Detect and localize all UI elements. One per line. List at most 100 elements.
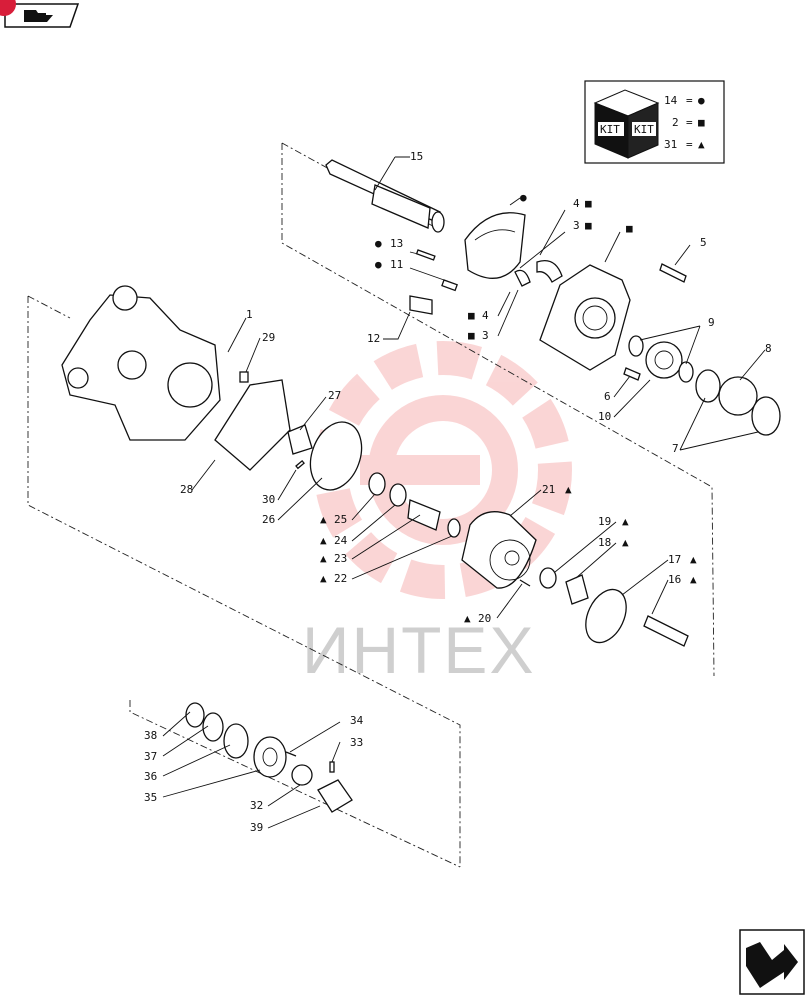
half-bearing-small — [514, 269, 531, 287]
oring-37 — [202, 712, 224, 742]
callout-32[interactable]: 32 — [250, 799, 263, 812]
callout-1[interactable]: 1 — [246, 308, 253, 321]
pin-11 — [441, 279, 458, 292]
legend-ref-14: 14 — [664, 94, 678, 107]
legend-circle-symbol: ● — [698, 94, 705, 107]
callout-24-symbol: ▲ — [320, 534, 327, 547]
assembly-outline-lower — [27, 295, 461, 867]
oring-38 — [185, 702, 205, 728]
bearing-18 — [565, 574, 589, 605]
callout-38[interactable]: 38 — [144, 729, 157, 742]
piston-16 — [643, 615, 689, 647]
callout-22-symbol: ▲ — [320, 572, 327, 585]
callout-circle-symbol[interactable]: ● — [520, 191, 527, 204]
callout-24[interactable]: 24 — [334, 534, 348, 547]
callout-29[interactable]: 29 — [262, 331, 275, 344]
callout-8[interactable]: 8 — [765, 342, 772, 355]
legend-equals: = — [686, 94, 693, 107]
callout-3-bottom-symbol: ■ — [468, 329, 475, 342]
callout-11[interactable]: 11 — [390, 258, 403, 271]
callout-10[interactable]: 10 — [598, 410, 611, 423]
callout-18-symbol: ▲ — [622, 536, 629, 549]
corner-badge — [0, 0, 16, 16]
valve-plate-26 — [309, 421, 363, 491]
callout-26[interactable]: 26 — [262, 513, 275, 526]
callout-20[interactable]: 20 — [478, 612, 491, 625]
sleeve-39 — [317, 779, 353, 813]
washer-22 — [447, 518, 461, 538]
next-page-arrow-icon[interactable] — [739, 929, 805, 995]
callout-6[interactable]: 6 — [604, 390, 611, 403]
retainer-plate-17 — [585, 588, 627, 644]
callout-39[interactable]: 39 — [250, 821, 263, 834]
callout-4-top-symbol: ■ — [585, 197, 592, 210]
callout-13[interactable]: 13 — [390, 237, 403, 250]
callout-25-symbol: ▲ — [320, 513, 327, 526]
block-12 — [409, 295, 433, 315]
callout-17[interactable]: 17 — [668, 553, 681, 566]
leader-lines — [162, 156, 766, 829]
callout-12[interactable]: 12 — [367, 332, 380, 345]
spring-23 — [407, 499, 441, 531]
callout-15[interactable]: 15 — [410, 150, 423, 163]
callout-37[interactable]: 37 — [144, 750, 157, 763]
callout-21[interactable]: 21 — [542, 483, 555, 496]
drive-shaft — [325, 159, 445, 233]
ring-7b — [751, 396, 781, 436]
screw-6 — [623, 367, 641, 381]
callout-33[interactable]: 33 — [350, 736, 363, 749]
assembly-outline-bottom — [129, 700, 461, 868]
callout-22[interactable]: 22 — [334, 572, 347, 585]
callout-36[interactable]: 36 — [144, 770, 157, 783]
callout-20-symbol: ▲ — [464, 612, 471, 625]
pin-30 — [295, 459, 305, 470]
kit-box-icon — [593, 89, 660, 159]
callout-3-top-symbol: ■ — [585, 219, 592, 232]
legend-ref-31: 31 — [664, 138, 677, 151]
callout-7[interactable]: 7 — [672, 442, 679, 455]
kit-label-left: KIT — [600, 123, 620, 136]
callout-23[interactable]: 23 — [334, 552, 347, 565]
callout-28[interactable]: 28 — [180, 483, 193, 496]
callout-4-bottom[interactable]: 4 — [482, 309, 489, 322]
bearing-35 — [253, 736, 287, 778]
callout-34[interactable]: 34 — [350, 714, 364, 727]
callout-3-top[interactable]: 3 — [573, 219, 580, 232]
callout-25[interactable]: 25 — [334, 513, 347, 526]
callout-4-top[interactable]: 4 — [573, 197, 580, 210]
bearing-10 — [645, 341, 683, 379]
folder-arrow-icon[interactable] — [4, 3, 80, 28]
ring-25 — [368, 472, 386, 496]
callout-23-symbol: ▲ — [320, 552, 327, 565]
callout-square-symbol[interactable]: ■ — [626, 222, 633, 235]
cylinder-block — [461, 511, 537, 589]
seal-8 — [718, 376, 758, 416]
pin-34 — [285, 751, 297, 757]
callout-27[interactable]: 27 — [328, 389, 341, 402]
bolt-5 — [659, 263, 687, 283]
kit-label-right: KIT — [634, 123, 654, 136]
end-cover — [539, 264, 631, 371]
ring-24 — [389, 483, 407, 507]
pin-33 — [329, 761, 335, 773]
watermark-gear-inner — [368, 395, 518, 545]
callout-35[interactable]: 35 — [144, 791, 157, 804]
callout-9[interactable]: 9 — [708, 316, 715, 329]
watermark-text: ИНТЕХ — [302, 613, 535, 687]
callout-16[interactable]: 16 — [668, 573, 681, 586]
callout-18[interactable]: 18 — [598, 536, 611, 549]
callout-30[interactable]: 30 — [262, 493, 275, 506]
gear-32 — [291, 764, 313, 786]
callout-3-bottom[interactable]: 3 — [482, 329, 489, 342]
callout-16-symbol: ▲ — [690, 573, 697, 586]
callout-21-symbol: ▲ — [565, 483, 572, 496]
callout-17-symbol: ▲ — [690, 553, 697, 566]
pin-20 — [519, 579, 531, 587]
ring-9a — [628, 335, 644, 357]
callout-5[interactable]: 5 — [700, 236, 707, 249]
kit-legend: KIT KIT 14 = ● 2 = ■ 31 = ▲ — [584, 80, 725, 164]
callout-19[interactable]: 19 — [598, 515, 611, 528]
legend-square-symbol: ■ — [698, 116, 705, 129]
legend-equals: = — [686, 116, 693, 129]
